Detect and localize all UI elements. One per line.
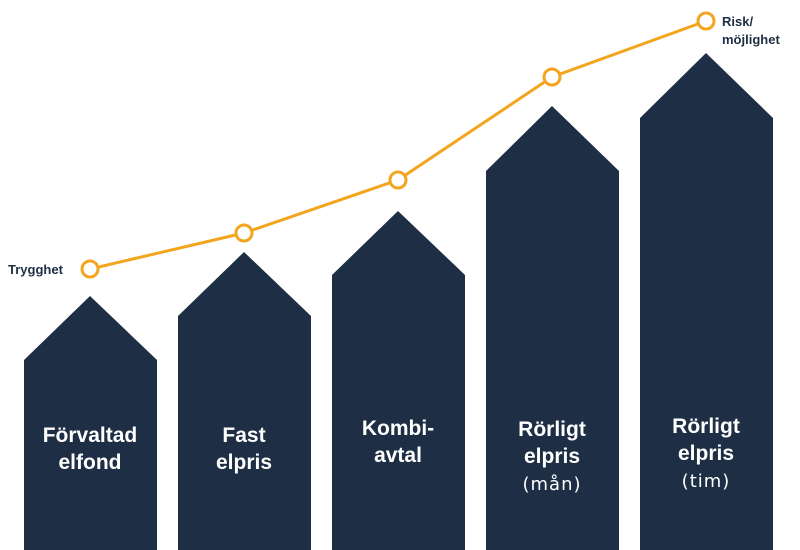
block-kombi-avtal: Kombi- avtal <box>332 211 465 550</box>
block-label-line3: (mån) <box>522 474 581 495</box>
end-label-line2: möjlighet <box>722 32 780 47</box>
block-label-line1: Rörligt <box>672 415 740 438</box>
block-rorligt-elpris-tim: Rörligt elpris (tim) <box>640 53 773 550</box>
block-forvaltad-elfond: Förvaltad elfond <box>24 296 157 550</box>
trend-point <box>80 259 100 279</box>
end-label-line1: Risk/ <box>722 14 753 29</box>
block-rorligt-elpris-man: Rörligt elpris (mån) <box>486 106 619 550</box>
trend-point <box>542 67 562 87</box>
block-shape <box>24 296 157 550</box>
block-shape <box>486 106 619 550</box>
block-label-line1: Förvaltad <box>43 424 138 447</box>
block-label-line1: Fast <box>222 424 265 447</box>
block-shape <box>178 252 311 550</box>
block-label-line2: elpris <box>678 442 734 465</box>
block-shape <box>332 211 465 550</box>
block-label-line2: elpris <box>524 445 580 468</box>
block-shape <box>640 53 773 550</box>
block-label-line2: avtal <box>374 444 422 467</box>
block-label-line2: elfond <box>59 451 122 474</box>
block-label-line2: elpris <box>216 451 272 474</box>
start-label: Trygghet <box>8 262 64 277</box>
block-label-line1: Kombi- <box>362 417 434 440</box>
trend-point <box>696 11 716 31</box>
trend-point <box>388 170 408 190</box>
block-label-line1: Rörligt <box>518 418 586 441</box>
block-label-line3: (tim) <box>682 471 731 492</box>
block-fast-elpris: Fast elpris <box>178 252 311 550</box>
trend-point <box>234 223 254 243</box>
